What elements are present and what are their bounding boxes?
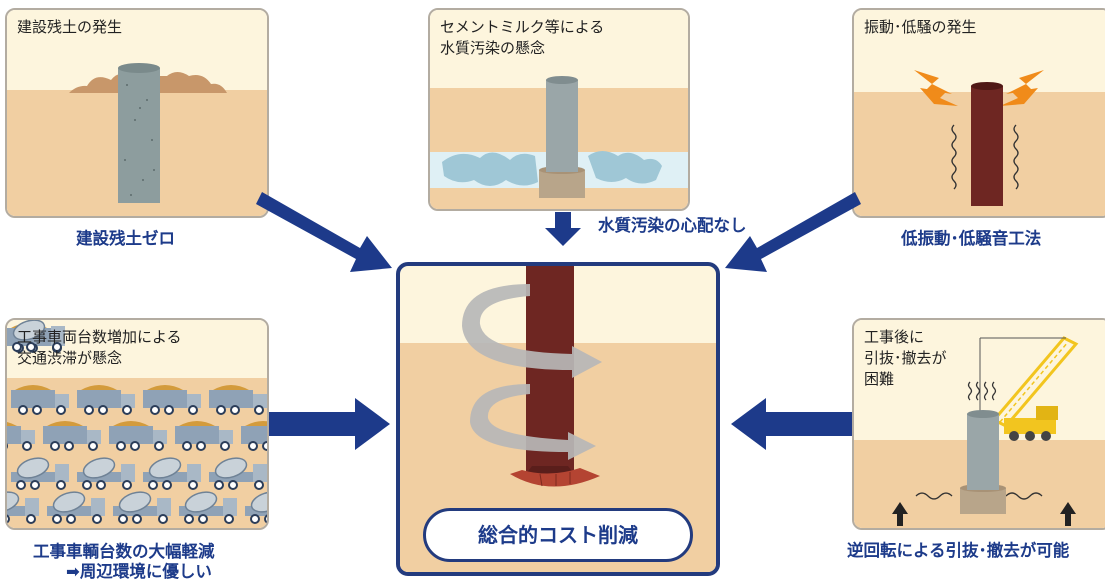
panel-title: 工事後に 引抜･撤去が 困難 — [864, 328, 947, 388]
panel-title: 工事車両台数増加による 交通渋滞が懸念 — [17, 328, 182, 367]
caption-low-vibration: 低振動･低騒音工法 — [901, 229, 1042, 248]
panel-title: 振動･低騒の発生 — [864, 18, 977, 36]
vibration-icon — [914, 70, 1044, 190]
arrow-from-top-left — [256, 192, 392, 272]
concrete-pile-icon — [118, 63, 160, 203]
caption-environment: ➡周辺環境に優しい — [66, 562, 212, 581]
concrete-pile-icon — [960, 410, 1006, 514]
center-panel: 総合的コスト削減 — [396, 262, 720, 576]
arrow-from-top-right — [725, 192, 861, 272]
crane-icon — [915, 336, 1079, 500]
caption-soil-zero: 建設残土ゼロ — [76, 229, 175, 248]
spiral-arrow-icon — [462, 284, 602, 487]
steel-pile-icon — [971, 82, 1003, 206]
caption-vehicle-reduction: 工事車輌台数の大幅軽減 — [33, 542, 215, 561]
concrete-pile-icon — [539, 76, 585, 198]
panel-traffic: 工事車両台数増加による 交通渋滞が懸念 — [5, 318, 269, 530]
panel-title: 建設残土の発生 — [17, 18, 123, 36]
panel-vibration: 振動･低騒の発生 — [852, 8, 1105, 218]
caption-removal: 逆回転による引抜･撤去が可能 — [847, 541, 1070, 560]
arrow-from-bottom-left — [269, 398, 390, 450]
contamination-icon — [442, 151, 662, 186]
panel-water-contamination: セメントミルク等による 水質汚染の懸念 — [428, 8, 690, 211]
arrow-from-bottom-right — [731, 398, 852, 450]
mixer-truck-icon — [7, 320, 267, 524]
panel-title: セメントミルク等による 水質汚染の懸念 — [440, 18, 605, 57]
down-arrow-icon — [545, 212, 581, 246]
total-cost-reduction-badge: 総合的コスト削減 — [423, 508, 693, 562]
up-arrow-icon — [892, 502, 1076, 526]
panel-soil-generation: 建設残土の発生 — [5, 8, 269, 218]
panel-removal: 工事後に 引抜･撤去が 困難 — [852, 318, 1105, 530]
caption-no-contamination: 水質汚染の心配なし — [598, 216, 747, 235]
